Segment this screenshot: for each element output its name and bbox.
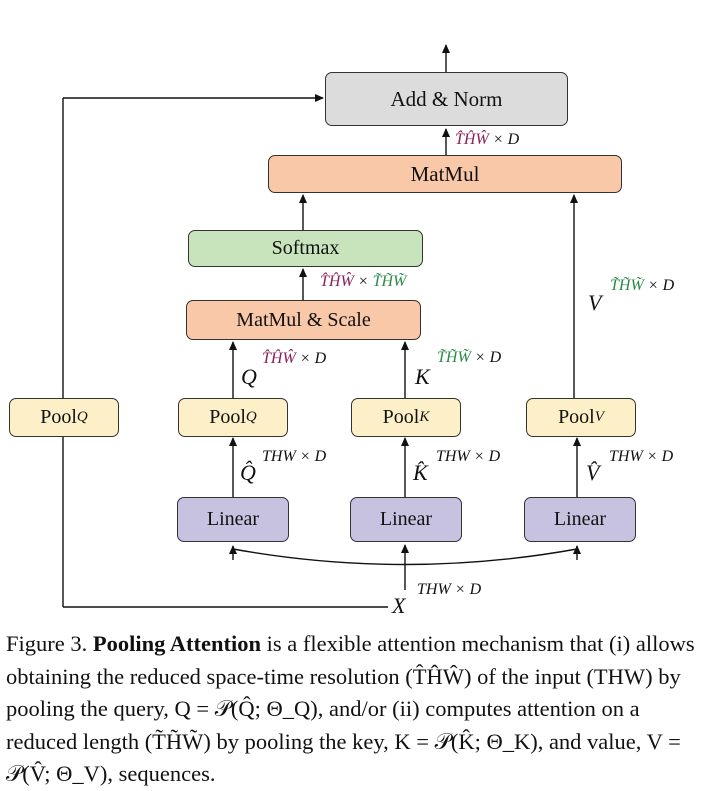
x-branch-curve xyxy=(232,548,578,566)
add-norm-label: Add & Norm xyxy=(390,86,503,111)
pool-k-sub: K xyxy=(419,409,430,425)
addnorm-dim-label: T̂ĤŴ × D xyxy=(455,131,519,149)
caption-bold-title: Pooling Attention xyxy=(92,631,262,656)
vhat-dim-label: THW × D xyxy=(609,448,674,465)
matmul-scale-label: MatMul & Scale xyxy=(236,308,371,331)
v-dim-times: × xyxy=(647,277,659,294)
k-hat-label: K̂ xyxy=(413,460,428,485)
pool-q-sub: Q xyxy=(245,409,257,425)
caption-text: is a flexible attention mechanism that (… xyxy=(6,631,695,786)
connector-lines xyxy=(62,44,581,608)
k-dim-times: × xyxy=(474,349,486,366)
q-dim-label: T̂ĤŴ × D xyxy=(262,350,326,368)
qhat-dim-label: THW × D xyxy=(262,448,327,465)
v-dim-d: D xyxy=(662,277,675,294)
k-dim-d: D xyxy=(489,349,502,366)
k-dim-reduced: T̃H̃W̃ xyxy=(437,349,471,366)
addnorm-dim-reduced: T̂ĤŴ xyxy=(455,131,489,148)
pool-k-label: Pool xyxy=(382,406,420,428)
softmax-label: Softmax xyxy=(271,237,340,259)
linear-v-box: Linear xyxy=(524,497,636,542)
caption-prefix: Figure 3. xyxy=(6,631,88,656)
v-label: V xyxy=(588,290,602,315)
q-dim-d: D xyxy=(314,350,327,367)
matmul-label: MatMul xyxy=(410,161,480,186)
v-dim-label: T̃H̃W̃ × D xyxy=(610,277,674,295)
q-label: Q xyxy=(241,364,257,389)
addnorm-dim-d: D xyxy=(507,131,520,148)
pool-q-side-sub: Q xyxy=(76,409,88,425)
pooling-attention-diagram: Add & Norm MatMul Softmax MatMul & Scale… xyxy=(9,44,674,618)
addnorm-dim-times: × xyxy=(492,131,504,148)
scale-dim-times: × xyxy=(357,273,369,290)
scale-dim-reduced-kv: T̃H̃W̃ xyxy=(372,273,407,290)
linear-k-box: Linear xyxy=(350,497,462,542)
pool-q-side-label: Pool xyxy=(40,406,77,428)
q-dim-times: × xyxy=(299,350,311,367)
linear-v-label: Linear xyxy=(553,508,607,530)
softmax-box: Softmax xyxy=(188,230,423,267)
pool-v-label: Pool xyxy=(558,406,595,428)
linear-q-box: Linear xyxy=(177,497,289,542)
scale-dim-reduced-q: T̂ĤŴ xyxy=(320,273,354,290)
add-norm-box: Add & Norm xyxy=(325,72,568,126)
scale-dim-label: T̂ĤŴ × T̃H̃W̃ xyxy=(320,273,406,291)
matmul-scale-box: MatMul & Scale xyxy=(186,300,421,340)
figure-caption: Figure 3. Pooling Attention is a flexibl… xyxy=(6,628,696,791)
q-hat-label: Q̂ xyxy=(240,460,256,485)
x-dim-label: THW × D xyxy=(417,581,482,598)
linear-k-label: Linear xyxy=(379,508,433,530)
linear-q-label: Linear xyxy=(206,508,260,530)
v-dim-reduced: T̃H̃W̃ xyxy=(610,277,644,294)
x-label: X xyxy=(392,593,406,618)
k-dim-label: T̃H̃W̃ × D xyxy=(437,349,501,367)
q-dim-reduced: T̂ĤŴ xyxy=(262,350,296,367)
k-label: K xyxy=(415,364,430,389)
matmul-box: MatMul xyxy=(268,155,622,193)
khat-dim-label: THW × D xyxy=(436,448,501,465)
v-hat-label: V̂ xyxy=(586,460,600,485)
pool-v-sub: V xyxy=(594,409,604,425)
pool-q-label: Pool xyxy=(209,406,246,428)
